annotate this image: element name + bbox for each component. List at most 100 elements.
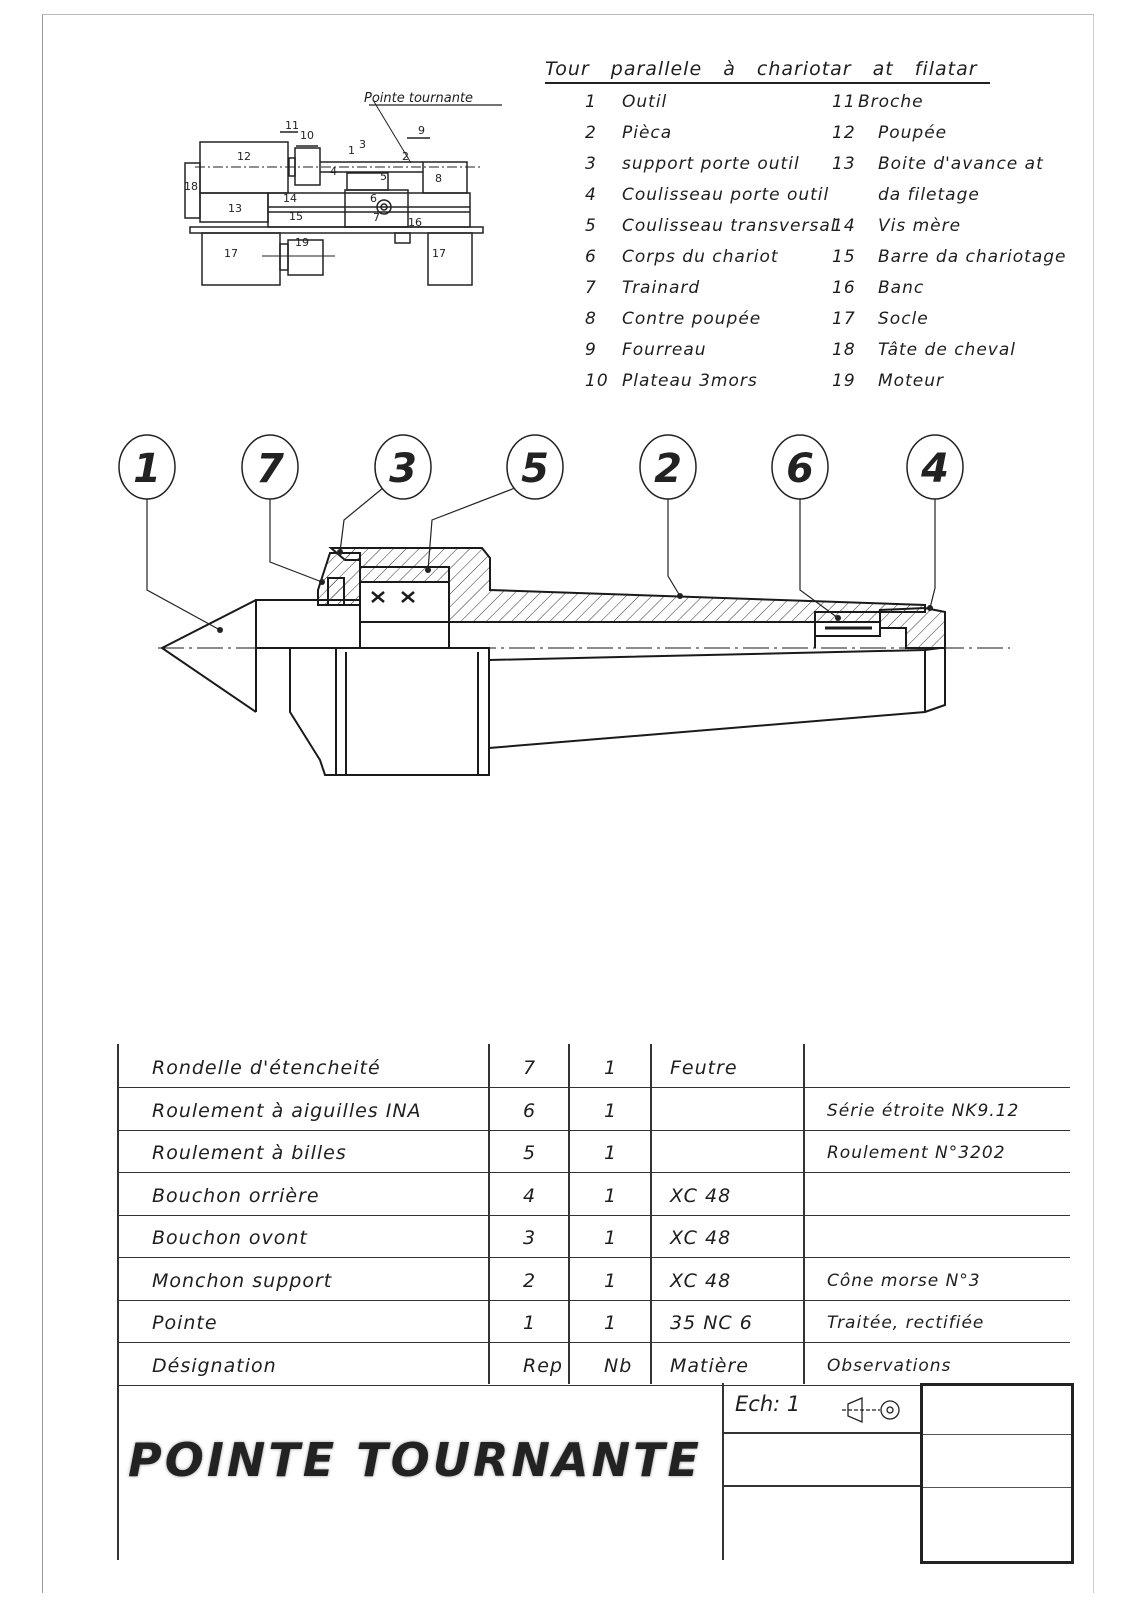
balloon-4: 4 bbox=[906, 434, 964, 611]
legend-item-label: support porte outil bbox=[622, 154, 800, 174]
lathe-label: 10 bbox=[300, 129, 314, 142]
balloon-number: 1 bbox=[133, 446, 161, 492]
balloon-number: 6 bbox=[786, 446, 814, 492]
legend-item-number: 13 bbox=[832, 154, 856, 174]
pointe-cone bbox=[160, 599, 257, 713]
cell-observations: Série étroite NK9.12 bbox=[827, 1100, 1020, 1121]
cell-designation: Rondelle d'étencheité bbox=[152, 1057, 381, 1079]
cell-matiere: XC 48 bbox=[670, 1227, 732, 1249]
cell-designation: Roulement à billes bbox=[152, 1142, 347, 1164]
bed bbox=[189, 226, 484, 234]
lathe-label: 19 bbox=[295, 236, 309, 249]
legend-item-label: Broche bbox=[858, 92, 924, 112]
cell-designation: Roulement à aiguilles INA bbox=[152, 1099, 422, 1122]
table-row: Roulement à aiguilles INA 6 1 Série étroite… bbox=[117, 1088, 1070, 1131]
legend-item-number: 7 bbox=[585, 278, 597, 298]
legend-item-label: Coulisseau transversal bbox=[622, 216, 837, 236]
legend-item-number: 3 bbox=[585, 154, 597, 174]
cell-matiere: Feutre bbox=[670, 1057, 738, 1079]
cell-matiere: XC 48 bbox=[670, 1184, 732, 1207]
cross-slide bbox=[346, 172, 389, 191]
balloon-6: 6 bbox=[771, 434, 841, 621]
leader-line bbox=[269, 495, 323, 583]
legend-item-label: Vis mère bbox=[878, 216, 962, 236]
cell-rep: 6 bbox=[523, 1099, 537, 1122]
cell-observations: Cône morse N°3 bbox=[827, 1270, 981, 1291]
legend-item-label: Contre poupée bbox=[622, 309, 762, 329]
lathe-label: 13 bbox=[228, 202, 242, 215]
balloon-3: 3 bbox=[337, 434, 432, 555]
cell-observations: Observations bbox=[827, 1355, 952, 1376]
cell-observations: Traitée, rectifiée bbox=[827, 1313, 985, 1333]
lathe-label: 12 bbox=[237, 150, 251, 163]
cell-rep: 3 bbox=[523, 1227, 537, 1249]
cell-designation: Pointe bbox=[152, 1312, 218, 1334]
legend-item-label: Trainard bbox=[622, 278, 701, 298]
leader-line bbox=[146, 495, 221, 631]
tailstock bbox=[422, 161, 468, 194]
legend-item-label: Pièca bbox=[622, 123, 673, 143]
balloon-2: 2 bbox=[639, 434, 697, 599]
lathe-label: 7 bbox=[373, 211, 380, 224]
leader-line bbox=[667, 495, 681, 597]
legend-item-label: Boite d'avance at bbox=[878, 154, 1044, 174]
drawing-frame bbox=[42, 14, 1094, 1593]
legend-item-number: 17 bbox=[832, 309, 856, 329]
legend-item-number: 2 bbox=[585, 123, 597, 143]
cell-rep: 2 bbox=[523, 1269, 537, 1292]
lathe-label: 6 bbox=[370, 192, 377, 205]
cell-nb: Nb bbox=[604, 1354, 633, 1377]
cell-nb: 1 bbox=[604, 1184, 618, 1207]
cell-designation: Bouchon ovont bbox=[152, 1227, 308, 1249]
legend-item-label: Poupée bbox=[878, 123, 948, 143]
lathe-label: 18 bbox=[184, 180, 198, 193]
title-block-box bbox=[920, 1383, 1074, 1564]
legend-item-number: 16 bbox=[832, 278, 856, 298]
pointe-tournante-callout: Pointe tournante bbox=[364, 91, 474, 106]
legend-item-number: 15 bbox=[832, 247, 856, 267]
cell-nb: 1 bbox=[604, 1099, 618, 1122]
leader-line bbox=[339, 487, 384, 553]
lathe-label: 9 bbox=[418, 124, 425, 137]
lathe-label: 3 bbox=[359, 138, 366, 151]
table-row: Bouchon ovont 3 1 XC 48 bbox=[117, 1215, 1070, 1258]
legend-item-number: 10 bbox=[585, 371, 609, 391]
legend-item-label: Socle bbox=[878, 309, 929, 329]
legend-item-number: 9 bbox=[585, 340, 597, 360]
lathe-label: 17 bbox=[224, 247, 238, 260]
legend-item-number: 19 bbox=[832, 371, 856, 391]
cell-nb: 1 bbox=[604, 1227, 618, 1249]
lathe-label: 16 bbox=[408, 216, 422, 229]
lathe-label: 11 bbox=[285, 119, 299, 132]
leader-line bbox=[929, 495, 936, 609]
lathe-label: 2 bbox=[402, 150, 409, 163]
legend-item-number: 5 bbox=[585, 216, 597, 236]
cell-designation: Monchon support bbox=[152, 1269, 333, 1292]
balloon-5: 5 bbox=[425, 434, 564, 573]
legend-item-label: da filetage bbox=[878, 185, 980, 205]
lathe-label: 4 bbox=[330, 165, 337, 178]
sleeve-body bbox=[335, 647, 490, 776]
cell-rep: 5 bbox=[523, 1142, 537, 1164]
legend-item-number: 18 bbox=[832, 340, 856, 360]
balloon-number: 3 bbox=[389, 446, 417, 492]
cell-rep: 1 bbox=[523, 1312, 537, 1334]
cell-matiere: 35 NC 6 bbox=[670, 1312, 753, 1334]
legend-item-label: Corps du chariot bbox=[622, 247, 779, 267]
legend-item-number: 6 bbox=[585, 247, 597, 267]
legend-item-number: 8 bbox=[585, 309, 597, 329]
lathe-label: 17 bbox=[432, 247, 446, 260]
cell-nb: 1 bbox=[604, 1269, 618, 1292]
cell-nb: 1 bbox=[604, 1057, 618, 1079]
base-right bbox=[427, 232, 473, 286]
leader-line bbox=[427, 487, 516, 571]
legend-item-number: 12 bbox=[832, 123, 856, 143]
